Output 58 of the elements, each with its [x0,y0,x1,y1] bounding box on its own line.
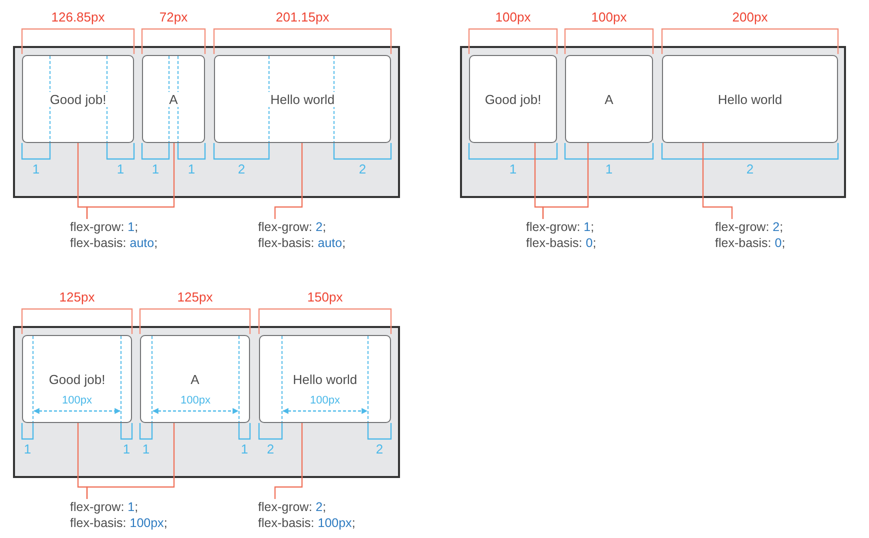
css-declarations: flex-grow: 2; flex-basis: auto; [258,219,346,251]
flex-item-box [142,55,205,143]
flex-container [13,46,400,198]
share-number: 2 [376,442,384,456]
leader-line [274,423,303,499]
dimension-label: 100px [310,396,340,406]
flex-item-box [565,55,653,143]
width-label: 125px [177,290,213,304]
flex-item-box [22,335,132,423]
width-label: 100px [591,10,627,24]
leader-line [702,143,733,219]
flex-item-box [214,55,391,143]
share-number: 1 [116,162,124,176]
share-number: 2 [358,162,366,176]
width-label: 200px [732,10,768,24]
share-number: 1 [509,162,517,176]
share-number: 2 [746,162,754,176]
flex-container [13,326,400,478]
item-text: Hello world [268,92,337,106]
share-number: 2 [266,442,274,456]
share-number: 1 [24,442,32,456]
flex-item-box [22,55,134,143]
width-label: 201.15px [276,10,330,24]
leader-line [86,143,175,219]
item-text: Good job! [482,92,544,106]
share-number: 1 [240,442,248,456]
share-number: 1 [188,162,196,176]
share-number: 2 [238,162,246,176]
share-number: 1 [142,442,150,456]
css-declarations: flex-grow: 1; flex-basis: 100px; [70,499,168,531]
width-label: 126.85px [51,10,105,24]
width-label: 100px [495,10,531,24]
dimension-label: 100px [180,396,210,406]
css-declarations: flex-grow: 1; flex-basis: 0; [526,219,596,251]
css-declarations: flex-grow: 1; flex-basis: auto; [70,219,158,251]
flex-item-box [469,55,557,143]
item-text: Good job! [46,372,108,386]
share-number: 1 [152,162,160,176]
item-text: Hello world [290,372,360,386]
flex-item-box [662,55,838,143]
share-number: 1 [605,162,613,176]
item-text: Hello world [716,92,784,106]
flex-item-box [140,335,250,423]
width-label: 125px [59,290,95,304]
flex-container [460,46,846,198]
share-number: 1 [122,442,130,456]
item-text: Good job! [48,92,108,106]
width-label: 72px [159,10,188,24]
leader-line [274,143,303,219]
share-number: 1 [32,162,40,176]
css-declarations: flex-grow: 2; flex-basis: 100px; [258,499,356,531]
leader-line [86,423,175,499]
css-declarations: flex-grow: 2; flex-basis: 0; [715,219,786,251]
dimension-label: 100px [62,396,92,406]
width-label: 150px [307,290,343,304]
item-text: A [167,92,180,106]
flex-item-box [259,335,391,423]
leader-line [542,143,589,219]
